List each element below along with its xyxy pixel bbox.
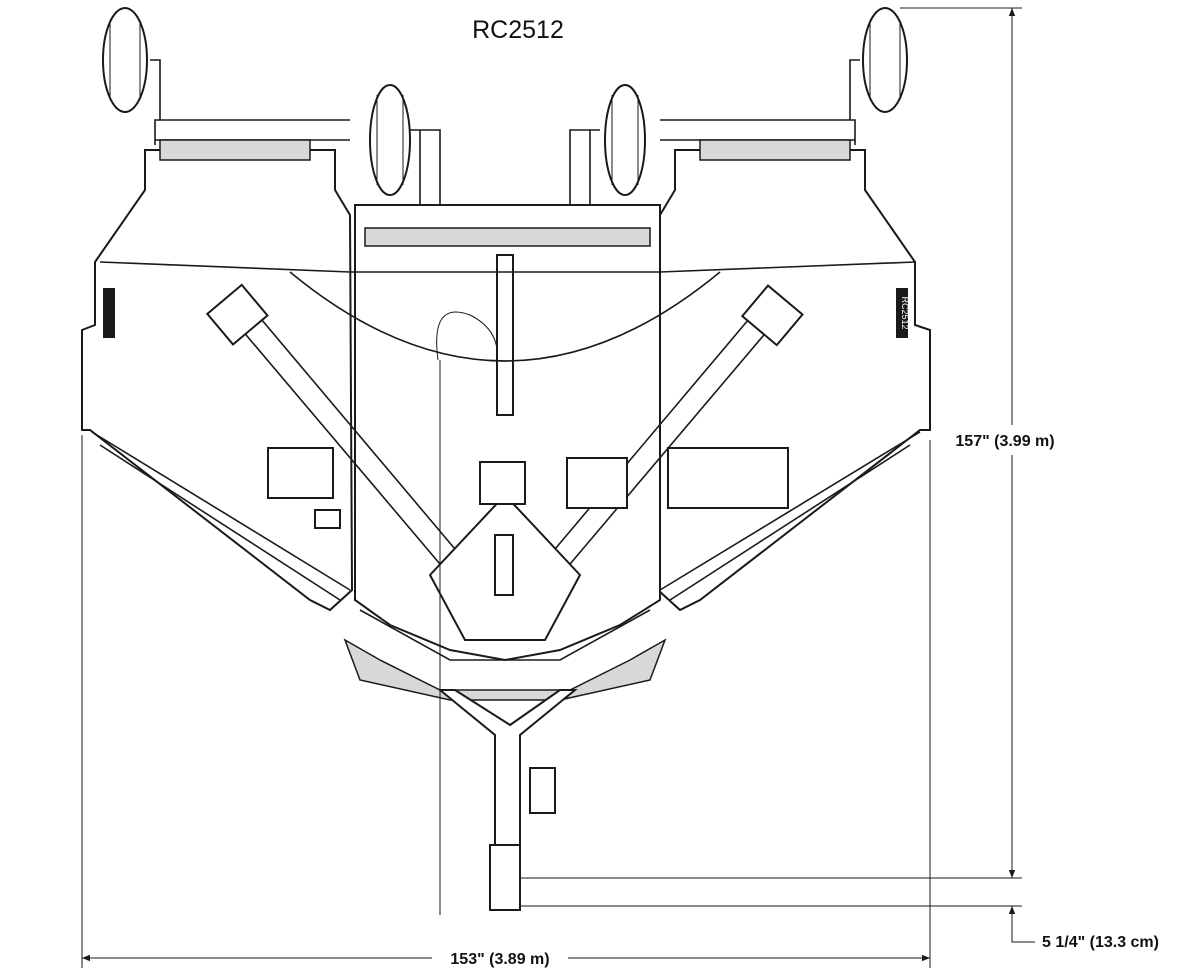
wheel-left-outer — [102, 7, 148, 113]
lift-cylinder — [496, 254, 514, 416]
right-deck-decals — [667, 447, 789, 509]
left-deck-gearbox-rail — [159, 139, 311, 161]
jack-stand — [529, 767, 556, 814]
left-deck-label — [103, 288, 115, 338]
length-dimension-label: 157" (3.99 m) — [955, 433, 1054, 450]
right-wing-deck — [656, 149, 931, 612]
center-decal — [566, 457, 628, 509]
center-input-shaft — [494, 534, 514, 596]
left-deck-skirt — [91, 431, 351, 601]
right-deck-gearbox — [740, 284, 804, 347]
center-gearbox — [479, 461, 526, 505]
driveline-right — [549, 299, 786, 571]
wheel-center-left — [369, 84, 411, 196]
wheel-arm-center — [410, 129, 600, 205]
wheel-right-outer — [862, 7, 908, 113]
wheel-arm-left — [150, 59, 350, 145]
hitch-offset-leader — [1008, 906, 1035, 943]
center-deck-front-skirt — [359, 609, 651, 661]
left-deck-gearbox — [205, 283, 269, 346]
left-deck-decals — [267, 447, 341, 529]
right-deck-gearbox-rail — [699, 139, 851, 161]
model-title: RC2512 — [472, 16, 564, 44]
front-guard — [343, 638, 667, 701]
wheel-arm-right — [660, 59, 860, 145]
hitch-offset-label: 5 1/4" (13.3 cm) — [1042, 934, 1159, 951]
center-deck-rail — [364, 227, 651, 247]
hitch-tongue — [437, 689, 578, 901]
hydraulic-hose — [436, 311, 498, 915]
driveline-left — [224, 299, 461, 571]
svg-text:RC2512: RC2512 — [900, 296, 910, 329]
center-deck — [354, 204, 661, 662]
wheel-center-right — [604, 84, 646, 196]
width-dimension-label: 153" (3.89 m) — [450, 951, 549, 968]
right-deck-skirt — [659, 431, 921, 601]
right-deck-label: RC2512 — [896, 288, 910, 338]
linkage-rod — [99, 261, 916, 362]
clevis-hitch — [489, 844, 521, 911]
